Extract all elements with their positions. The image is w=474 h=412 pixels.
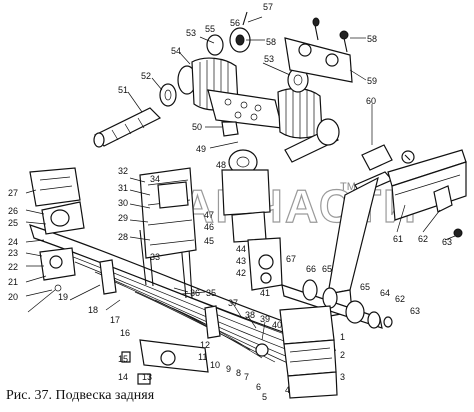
callout-34: 34 xyxy=(150,174,160,184)
front-spring-bracket xyxy=(29,167,85,292)
callout-20: 20 xyxy=(8,292,18,302)
callout-51: 51 xyxy=(118,85,128,95)
callout-8: 8 xyxy=(236,368,241,378)
spring-cage xyxy=(139,167,197,259)
callout-59: 59 xyxy=(367,76,377,86)
callout-56: 56 xyxy=(230,18,240,28)
callout-58: 58 xyxy=(367,34,377,44)
callout-14: 14 xyxy=(118,372,128,382)
callout-39: 39 xyxy=(260,314,270,324)
callout-7: 7 xyxy=(244,372,249,382)
callout-36: 36 xyxy=(190,288,200,298)
leader-lines xyxy=(25,16,456,341)
callout-61: 61 xyxy=(393,234,403,244)
callout-65: 65 xyxy=(360,282,370,292)
callout-22: 22 xyxy=(8,262,18,272)
callout-55: 55 xyxy=(205,24,215,34)
callout-48: 48 xyxy=(216,160,226,170)
callout-13: 13 xyxy=(142,372,152,382)
callout-28: 28 xyxy=(118,232,128,242)
reaction-rod xyxy=(281,279,393,329)
callout-4: 4 xyxy=(285,385,290,395)
callout-21: 21 xyxy=(8,277,18,287)
callout-32: 32 xyxy=(118,166,128,176)
callout-18: 18 xyxy=(88,305,98,315)
callout-3: 3 xyxy=(340,372,345,382)
callout-58-top: 58 xyxy=(266,37,276,47)
callout-31: 31 xyxy=(118,183,128,193)
callout-26: 26 xyxy=(8,206,18,216)
callout-60: 60 xyxy=(366,96,376,106)
callout-41: 41 xyxy=(260,288,270,298)
callout-11: 11 xyxy=(198,352,207,362)
callout-1: 1 xyxy=(340,332,345,342)
callout-50: 50 xyxy=(192,122,202,132)
callout-63: 63 xyxy=(410,306,420,316)
callout-23: 23 xyxy=(8,248,18,258)
callout-63-right: 63 xyxy=(442,237,452,247)
callout-42: 42 xyxy=(236,268,246,278)
watermark-trademark: TM xyxy=(340,181,356,193)
callout-57: 57 xyxy=(263,2,273,12)
figure-caption: Рис. 37. Подвеска задняя xyxy=(6,388,155,403)
callout-49: 49 xyxy=(196,144,206,154)
callout-16: 16 xyxy=(120,328,130,338)
callout-15: 15 xyxy=(118,354,128,364)
callout-17: 17 xyxy=(110,315,120,325)
callout-65-top: 65 xyxy=(322,264,332,274)
callout-43: 43 xyxy=(236,256,246,266)
callout-25: 25 xyxy=(8,218,18,228)
callout-30: 30 xyxy=(118,198,128,208)
callout-64: 64 xyxy=(380,288,390,298)
callout-2: 2 xyxy=(340,350,345,360)
shock-bracket xyxy=(387,149,467,238)
callout-37: 37 xyxy=(228,298,238,308)
callout-52: 52 xyxy=(141,71,151,81)
callout-19: 19 xyxy=(58,292,68,302)
callout-47: 47 xyxy=(204,210,214,220)
callout-12: 12 xyxy=(200,340,210,350)
callout-66: 66 xyxy=(306,264,316,274)
rear-spring-bracket xyxy=(255,305,338,399)
callout-38: 38 xyxy=(245,310,255,320)
callout-29: 29 xyxy=(118,213,128,223)
callout-62-right: 62 xyxy=(418,234,428,244)
balancer-axle-assembly xyxy=(93,11,353,175)
callout-10: 10 xyxy=(210,360,220,370)
callout-45: 45 xyxy=(204,236,214,246)
callout-27: 27 xyxy=(8,188,18,198)
callout-6: 6 xyxy=(256,382,261,392)
callout-40: 40 xyxy=(272,320,282,330)
callout-67: 67 xyxy=(286,254,296,264)
callout-35: 35 xyxy=(206,288,216,298)
callout-5: 5 xyxy=(262,392,267,402)
callout-62: 62 xyxy=(395,294,405,304)
axle-seat xyxy=(121,339,209,385)
callout-44: 44 xyxy=(236,244,246,254)
callout-labels: 57 58 58 55 56 54 53 53 52 51 50 49 59 6… xyxy=(8,2,452,402)
callout-54: 54 xyxy=(171,46,181,56)
callout-33: 33 xyxy=(150,252,160,262)
callout-53-left: 53 xyxy=(186,28,196,38)
callout-24: 24 xyxy=(8,237,18,247)
callout-53-right: 53 xyxy=(264,54,274,64)
callout-9: 9 xyxy=(226,364,231,374)
callout-46: 46 xyxy=(204,222,214,232)
